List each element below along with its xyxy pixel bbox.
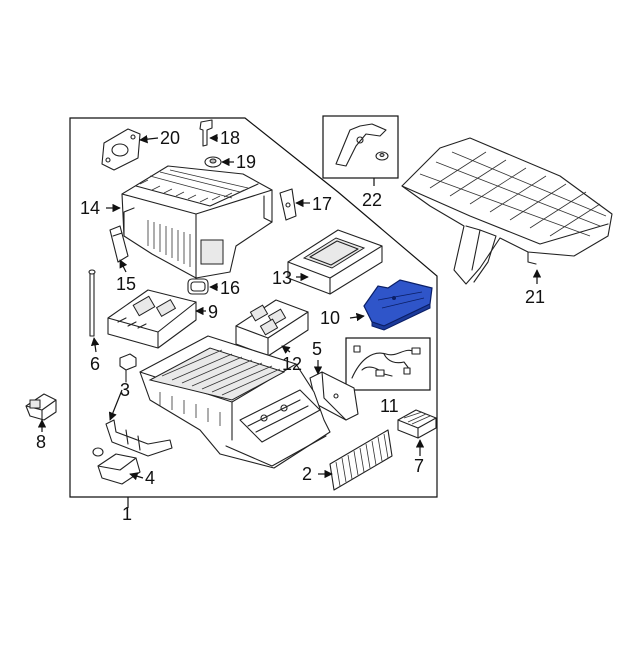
callout-5: 5 (312, 339, 322, 359)
callout-12: 12 (282, 354, 302, 374)
part-15-plate[interactable] (109, 225, 129, 263)
callout-22: 22 (362, 190, 382, 210)
part-19-washer[interactable] (204, 156, 222, 168)
callout-14: 14 (80, 198, 100, 218)
part-17-bracket[interactable] (279, 188, 297, 221)
part-7-connector[interactable] (397, 409, 437, 439)
part-12-converter[interactable] (235, 299, 309, 357)
part-3-bracket[interactable] (105, 419, 173, 457)
inset-frame-11 (345, 337, 431, 391)
callout-8: 8 (36, 432, 46, 452)
callout-15: 15 (116, 274, 136, 294)
callout-labels: 1 2 3 4 5 6 7 8 9 10 11 12 13 14 15 16 1… (36, 128, 545, 524)
callout-17: 17 (312, 194, 332, 214)
callout-6: 6 (90, 354, 100, 374)
part-20-bracket[interactable] (101, 128, 141, 171)
callout-18: 18 (220, 128, 240, 148)
callout-4: 4 (145, 468, 155, 488)
callout-21: 21 (525, 287, 545, 307)
callout-3: 3 (120, 380, 130, 400)
part-9-junction-box[interactable] (107, 289, 197, 349)
leader-lines (37, 133, 542, 508)
callout-9: 9 (208, 302, 218, 322)
part-10-shield-highlighted[interactable] (363, 279, 433, 331)
part-4-bracket[interactable] (92, 447, 141, 485)
assembly-frame (69, 117, 438, 498)
part-21-floor-pan[interactable] (401, 137, 613, 285)
callout-16: 16 (220, 278, 240, 298)
part-2-plate[interactable] (329, 429, 393, 491)
part-6-bolt[interactable] (88, 269, 96, 337)
inset-frame-22 (322, 115, 399, 179)
nut-hardware[interactable] (119, 353, 137, 383)
part-8-clip[interactable] (25, 393, 57, 421)
part-1-battery-tray[interactable] (139, 335, 331, 469)
part-22-hook-bracket[interactable] (335, 123, 389, 167)
callout-11: 11 (380, 396, 399, 416)
part-13-control-module[interactable] (287, 229, 383, 295)
callout-1: 1 (122, 504, 132, 524)
part-18-clip[interactable] (199, 119, 213, 147)
callout-13: 13 (272, 268, 292, 288)
part-11-wiring-harness[interactable] (351, 345, 421, 379)
callout-20: 20 (160, 128, 180, 148)
part-14-battery-cover[interactable] (121, 165, 273, 279)
callout-19: 19 (236, 152, 256, 172)
callout-10: 10 (320, 308, 340, 328)
callout-7: 7 (414, 456, 424, 476)
callout-2: 2 (302, 464, 312, 484)
part-16-gasket[interactable] (187, 278, 209, 295)
